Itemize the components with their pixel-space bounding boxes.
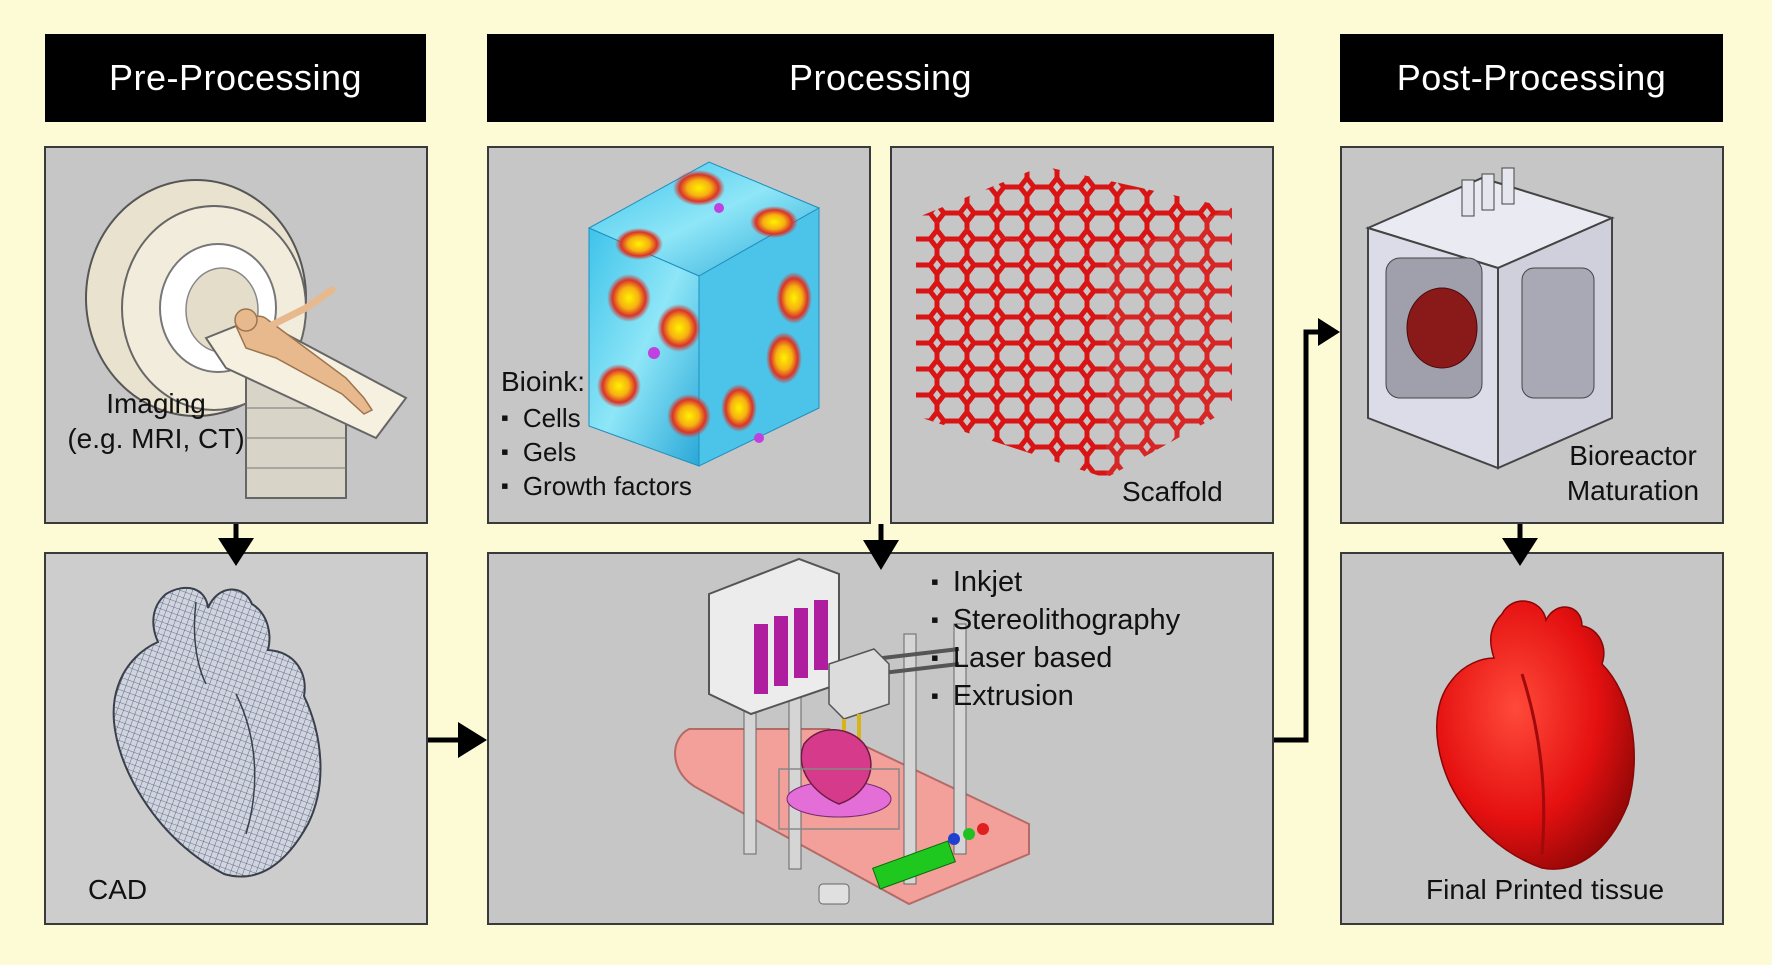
bioreactor-icon: [1365, 167, 1615, 470]
imaging-label: Imaging (e.g. MRI, CT): [46, 386, 266, 456]
cad-label: CAD: [88, 874, 148, 905]
wireframe-heart-icon: [112, 586, 322, 878]
bioreactor-label-line1: Bioreactor: [1569, 440, 1697, 471]
processing-title: Processing: [788, 57, 973, 98]
bioink-panel: Bioink: Cells Gels Growth factors: [487, 146, 871, 524]
final-tissue-panel: Final Printed tissue: [1340, 552, 1724, 925]
scaffold-lattice-icon: [916, 166, 1232, 478]
bioink-list: Cells Gels Growth factors: [501, 402, 692, 504]
imaging-label-line2: (e.g. MRI, CT): [67, 423, 245, 454]
printer-panel: Inkjet Stereolithography Laser based Ext…: [487, 552, 1274, 925]
final-tissue-label: Final Printed tissue: [1426, 874, 1665, 905]
list-item: Laser based: [931, 640, 1180, 678]
scaffold-panel: Scaffold: [890, 146, 1274, 524]
post-processing-title: Post-Processing: [1396, 57, 1667, 98]
scaffold-label: Scaffold: [1122, 476, 1223, 507]
imaging-panel: Imaging (e.g. MRI, CT): [44, 146, 428, 524]
imaging-label-line1: Imaging: [106, 388, 206, 419]
arrow-printer-to-bioreactor: [1274, 318, 1340, 743]
pre-processing-title: Pre-Processing: [108, 57, 363, 98]
post-processing-header: Post-Processing: [1340, 34, 1723, 122]
bioink-title: Bioink:: [501, 366, 586, 397]
bioreactor-panel: Bioreactor Maturation: [1340, 146, 1724, 524]
list-item: Growth factors: [501, 470, 692, 504]
list-item: Cells: [501, 402, 692, 436]
arrow-imaging-to-cad: [218, 524, 254, 566]
cad-panel: CAD: [44, 552, 428, 925]
arrow-bioreactor-to-final: [1502, 524, 1538, 566]
list-item: Extrusion: [931, 678, 1180, 716]
arrow-cad-to-printer: [428, 722, 487, 758]
list-item: Gels: [501, 436, 692, 470]
processing-header: Processing: [487, 34, 1274, 122]
bioink-cube-icon: [587, 161, 821, 467]
bioreactor-label-line2: Maturation: [1566, 475, 1700, 506]
printed-heart-icon: [1436, 600, 1635, 870]
list-item: Inkjet: [931, 564, 1180, 602]
list-item: Stereolithography: [931, 602, 1180, 640]
pre-processing-header: Pre-Processing: [45, 34, 426, 122]
print-methods-list: Inkjet Stereolithography Laser based Ext…: [931, 564, 1180, 716]
bioreactor-label: Bioreactor Maturation: [1548, 438, 1718, 508]
arrow-bioink-to-printer: [863, 524, 899, 570]
mri-scanner-icon: [85, 179, 408, 499]
